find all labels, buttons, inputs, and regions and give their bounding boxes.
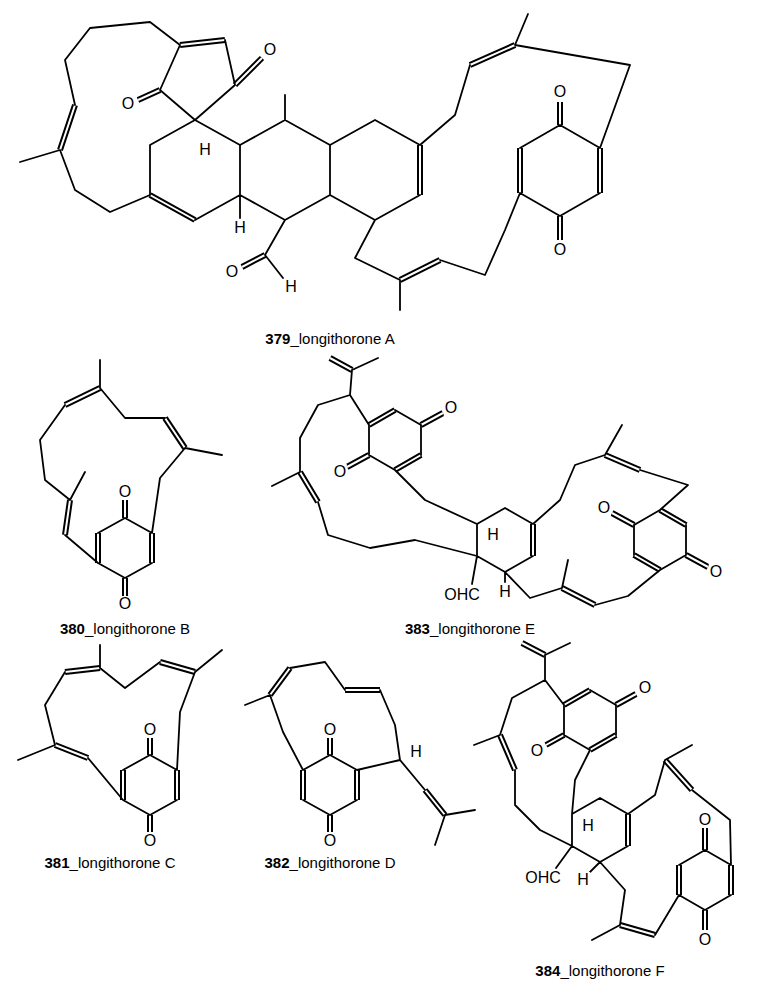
atom-label: H	[576, 872, 590, 888]
atom-label: H	[498, 584, 512, 600]
atom-label: O	[333, 464, 347, 480]
atom-label: H	[581, 818, 595, 834]
compound-caption: 383_longithorone E	[404, 621, 536, 636]
atom-label: O	[709, 564, 723, 580]
atom-label: O	[263, 42, 277, 58]
compound-caption: 382_longithorone D	[264, 855, 397, 870]
atom-label: H	[409, 744, 423, 760]
atom-label: O	[638, 680, 652, 696]
atom-label: O	[323, 722, 337, 738]
atom-label: O	[225, 264, 239, 280]
compound-caption: 381_longithorone C	[44, 855, 177, 870]
atom-label: O	[698, 932, 712, 948]
double-bonds	[55, 40, 731, 935]
atom-label: O	[444, 400, 458, 416]
atom-label: O	[530, 743, 544, 759]
atom-label: O	[143, 722, 157, 738]
atom-label: H	[233, 220, 247, 236]
atom-label: O	[698, 812, 712, 828]
atom-label: O	[118, 596, 132, 612]
double-bond-gaps	[55, 40, 731, 935]
atom-label: OHC	[443, 587, 481, 603]
atom-label: H	[486, 527, 500, 543]
atom-label: O	[118, 484, 132, 500]
atom-label: O	[553, 84, 567, 100]
compound-caption: 384_longithorone F	[534, 963, 665, 978]
compound-caption: 379_longithorone A	[264, 331, 395, 346]
single-bonds	[18, 14, 731, 940]
atom-label: H	[198, 142, 212, 158]
atom-label: OHC	[524, 870, 562, 886]
atom-label: H	[284, 279, 298, 295]
atom-label: O	[553, 242, 567, 258]
compound-caption: 380_longithorone B	[59, 621, 191, 636]
atom-label: O	[143, 833, 157, 849]
atom-label: O	[597, 500, 611, 516]
atom-label: O	[121, 96, 135, 112]
atom-label: O	[323, 833, 337, 849]
